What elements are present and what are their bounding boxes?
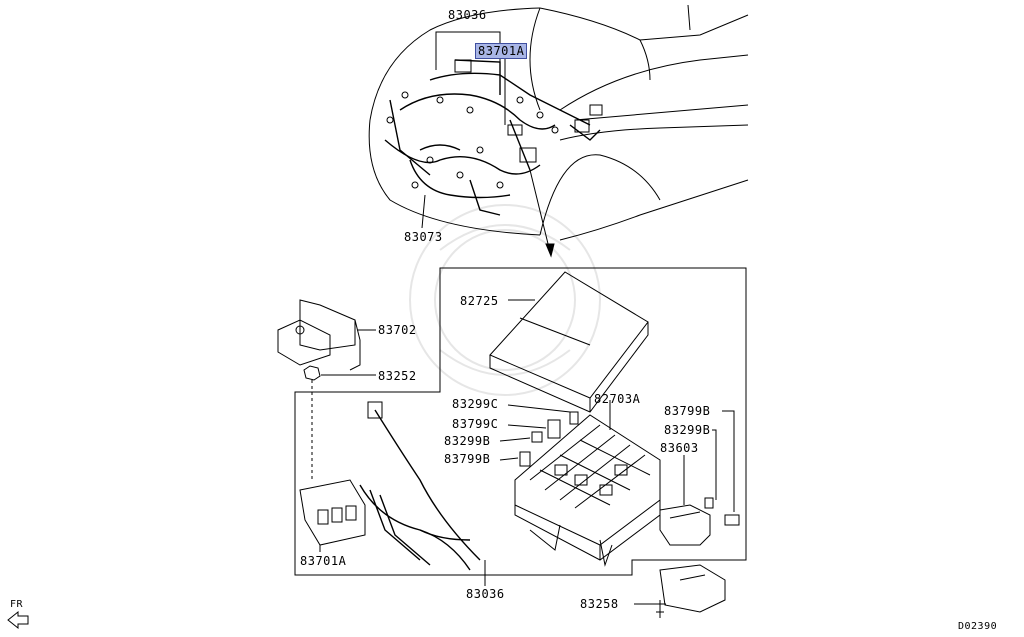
wiring-harness-bottom <box>359 409 481 571</box>
leader-83299B-l <box>499 437 531 442</box>
label-83036-bottom[interactable]: 83036 <box>466 587 505 601</box>
label-83702[interactable]: 83702 <box>378 323 417 337</box>
label-82725[interactable]: 82725 <box>460 294 499 308</box>
leader-83073 <box>421 194 426 229</box>
label-83799B-left[interactable]: 83799B <box>444 452 491 466</box>
car-body-outline <box>368 4 749 241</box>
harness-connectors <box>386 59 603 189</box>
label-83701A-top[interactable]: 83701A <box>475 43 528 59</box>
fr-label: FR <box>10 599 24 610</box>
label-83799C[interactable]: 83799C <box>452 417 499 431</box>
arrow-to-fusebox <box>529 169 551 253</box>
leader-83299B-r <box>712 429 717 500</box>
diagram-code: D02390 <box>958 621 998 632</box>
label-82703A[interactable]: 82703A <box>594 392 641 406</box>
bracket-83702 <box>277 299 361 371</box>
leader-83799C <box>507 424 547 429</box>
harness-connector-plug <box>367 401 383 419</box>
nut-83252 <box>303 365 321 480</box>
label-83299B-right[interactable]: 83299B <box>664 423 711 437</box>
label-83603[interactable]: 83603 <box>660 441 699 455</box>
label-83701A-bottom[interactable]: 83701A <box>300 554 347 568</box>
wiring-harness-top <box>384 59 601 216</box>
leader-83799B-l <box>499 457 519 461</box>
label-83258[interactable]: 83258 <box>580 597 619 611</box>
relay-83258 <box>655 564 726 618</box>
label-83252[interactable]: 83252 <box>378 369 417 383</box>
label-83073[interactable]: 83073 <box>404 230 443 244</box>
label-83299C[interactable]: 83299C <box>452 397 499 411</box>
leader-83299C <box>507 404 571 413</box>
small-relays <box>519 411 740 526</box>
callout-box <box>294 267 747 576</box>
leader-83799B-r <box>722 410 735 512</box>
fuse-box-cover <box>489 271 649 413</box>
fr-arrow <box>7 610 29 630</box>
label-83299B-left[interactable]: 83299B <box>444 434 491 448</box>
label-83036-top[interactable]: 83036 <box>448 8 487 22</box>
fuse-box-body <box>514 414 661 567</box>
relay-83603 <box>659 504 711 546</box>
label-83799B-right[interactable]: 83799B <box>664 404 711 418</box>
relay-block-83701A <box>299 479 366 546</box>
